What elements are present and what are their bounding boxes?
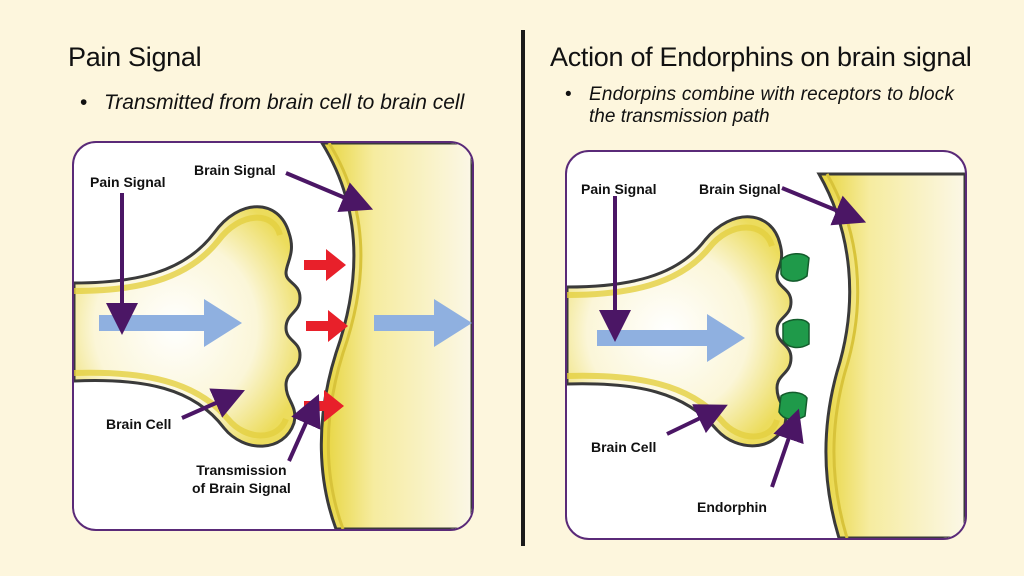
label-endorphin: Endorphin (697, 499, 767, 515)
pointer-brain-cell (181, 388, 245, 420)
bullet-dot: • (80, 91, 88, 114)
right-bullet-line1: Endorpins combine with receptors to bloc… (589, 84, 955, 105)
column-divider (521, 30, 525, 546)
right-diagram-panel: Pain Signal Brain Signal Brain Cell Endo… (565, 150, 967, 540)
label-brain-cell: Brain Cell (106, 416, 172, 432)
endorphin-molecule (780, 253, 810, 282)
transmission-arrow (304, 390, 344, 422)
label-brain-signal: Brain Signal (699, 181, 781, 197)
left-title: Pain Signal (68, 42, 202, 72)
right-bullet-line2: the transmission path (589, 106, 770, 127)
endorphin-molecule (782, 318, 810, 349)
left-diagram-panel: Pain Signal Brain Signal Brain Cell Tran… (72, 141, 474, 531)
label-transmission: Transmission of Brain Signal (192, 461, 291, 497)
pain-signal-arrow (99, 299, 242, 347)
label-pain-signal: Pain Signal (90, 174, 166, 190)
pointer-brain-signal (781, 186, 867, 226)
pointer-brain-signal (285, 171, 374, 212)
label-transmission-line2: of Brain Signal (192, 480, 291, 496)
outgoing-signal-arrow (374, 299, 472, 347)
pointer-endorphin (770, 408, 804, 488)
left-bullet-text: Transmitted from brain cell to brain cel… (104, 91, 465, 114)
label-brain-cell: Brain Cell (591, 439, 657, 455)
transmission-arrow (304, 249, 346, 281)
bullet-dot: • (565, 84, 572, 105)
pointer-brain-cell (666, 404, 728, 436)
label-transmission-line1: Transmission (196, 462, 287, 478)
synapse-diagram-right (567, 172, 965, 538)
endorphin-molecule (778, 391, 808, 421)
receiving-brain-cell (816, 172, 965, 538)
transmission-arrow (306, 310, 348, 342)
synapse-diagram-left (74, 143, 472, 529)
label-brain-signal: Brain Signal (194, 162, 276, 178)
label-pain-signal: Pain Signal (581, 181, 657, 197)
right-title: Action of Endorphins on brain signal (550, 42, 972, 72)
pain-signal-arrow (597, 314, 745, 362)
pointer-transmission (287, 394, 321, 462)
